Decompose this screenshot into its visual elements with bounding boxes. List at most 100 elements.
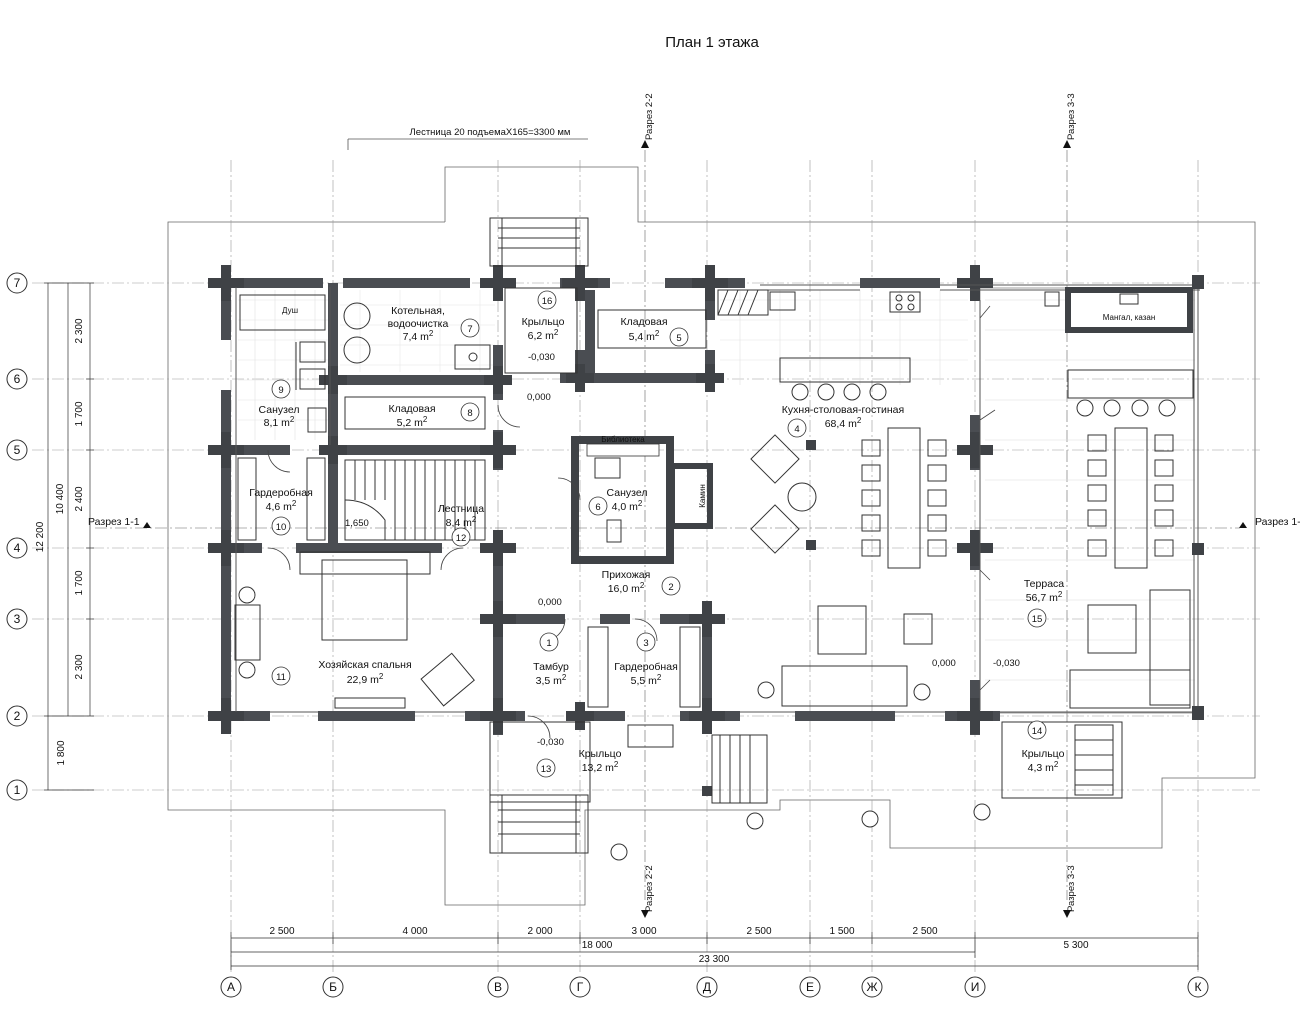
room-15-num: 15: [1032, 614, 1043, 625]
room-6-num: 6: [595, 502, 600, 513]
sq-2: 2: [640, 581, 645, 590]
dining-set: [861, 427, 947, 569]
porch-16: [489, 217, 589, 374]
axis-I: И: [971, 980, 980, 994]
svg-text:13,2 m2: 13,2 m2: [582, 760, 619, 774]
room-4-name: Кухня-столовая-гостиная: [782, 404, 904, 416]
room-7-num: 7: [467, 324, 472, 335]
fireplace: [669, 463, 713, 529]
sq-9: 2: [290, 415, 295, 424]
room-1-area: 3,5 m: [536, 675, 563, 687]
room-7-name2: водоочистка: [388, 318, 449, 330]
kitchen-counters: [717, 289, 921, 401]
section-1-1-right: Разрез 1-1: [1255, 516, 1300, 528]
dim-bottom-7: 2 500: [912, 926, 937, 937]
terrace-boards: [985, 299, 1195, 681]
room-11-area: 22,9 m: [347, 674, 379, 686]
room-14-area: 4,3 m: [1028, 762, 1055, 774]
room-6-name: Санузел: [607, 487, 648, 499]
axis-5: 5: [14, 443, 21, 457]
room-14-num: 14: [1032, 726, 1043, 737]
axis-V: В: [494, 980, 502, 994]
dim-left-5: 2 300: [74, 654, 85, 679]
svg-text:3,5 m2: 3,5 m2: [536, 673, 567, 687]
sq-7: 2: [429, 329, 434, 338]
columns: [610, 803, 991, 861]
level-terrace: -0,030: [993, 658, 1020, 669]
room-13-name: Крыльцо: [579, 748, 622, 760]
axis-7: 7: [14, 276, 21, 290]
porch-13: [489, 721, 768, 854]
svg-text:5,5 m2: 5,5 m2: [631, 673, 662, 687]
room-15-name: Терраса: [1024, 578, 1064, 590]
svg-text:22,9 m2: 22,9 m2: [347, 672, 384, 686]
room-3-name: Гардеробная: [614, 661, 678, 673]
room-8-area: 5,2 m: [397, 417, 424, 429]
sq-1: 2: [562, 673, 567, 682]
room-8-name: Кладовая: [388, 403, 435, 415]
axis-E: Е: [806, 980, 814, 994]
porch-14: [1001, 721, 1123, 799]
section-2-2-bottom: Разрез 2-2: [644, 865, 655, 912]
dim-left-1: 2 300: [74, 318, 85, 343]
axis-D: Д: [703, 980, 711, 994]
room-2-name: Прихожая: [602, 569, 651, 581]
thin-walls: [235, 280, 1200, 720]
boiler-equipment: [343, 302, 491, 370]
axis-1: 1: [14, 783, 21, 797]
room-7-name: Котельная,: [391, 305, 445, 317]
dim-bottom-8: 5 300: [1063, 940, 1088, 951]
bottom-dim-text: 2 500 4 000 2 000 3 000 2 500 1 500 2 50…: [269, 926, 1088, 965]
svg-text:5,2 m2: 5,2 m2: [397, 415, 428, 429]
sq-14: 2: [1054, 760, 1059, 769]
room-3-num: 3: [643, 638, 648, 649]
dim-bottom-3: 2 000: [527, 926, 552, 937]
svg-text:4,0 m2: 4,0 m2: [612, 499, 643, 513]
room-5-area: 5,4 m: [629, 331, 656, 343]
level-0000-a: 0,000: [527, 392, 551, 403]
level-porch13: -0,030: [537, 737, 564, 748]
sq-16: 2: [554, 328, 559, 337]
roof-outline: [167, 166, 1256, 906]
room-16-name: Крыльцо: [522, 316, 565, 328]
sq-13: 2: [614, 760, 619, 769]
room-1-name: Тамбур: [533, 661, 569, 673]
axis-B: Б: [329, 980, 337, 994]
axis-A: А: [227, 980, 235, 994]
svg-text:4,3 m2: 4,3 m2: [1028, 760, 1059, 774]
sq-10: 2: [292, 499, 297, 508]
svg-text:5,4 m2: 5,4 m2: [629, 329, 660, 343]
axis-2: 2: [14, 709, 21, 723]
dim-left-10400: 10 400: [55, 483, 66, 514]
room-numbers: [271, 290, 1047, 778]
room-names: Тамбур 3,5 m2 Прихожая 16,0 m2 Гардеробн…: [249, 305, 1064, 774]
dim-bottom-23300: 23 300: [699, 954, 730, 965]
room-2-num: 2: [668, 582, 673, 593]
sq-5: 2: [655, 329, 660, 338]
grill-label: Мангал, казан: [1103, 313, 1156, 322]
level-1650: 1,650: [345, 518, 369, 529]
sq-8: 2: [423, 415, 428, 424]
room-13-num: 13: [541, 764, 552, 775]
room-1-num: 1: [546, 638, 551, 649]
terrace-posts: [702, 275, 1204, 796]
room-10-name: Гардеробная: [249, 487, 313, 499]
lounge: [750, 434, 933, 707]
room-2-area: 16,0 m: [608, 583, 640, 595]
room-11-num: 11: [276, 672, 286, 683]
section-1-1-left: Разрез 1-1: [88, 516, 140, 528]
svg-text:16,0 m2: 16,0 m2: [608, 581, 645, 595]
bottom-dimensions: [230, 932, 1199, 970]
room-13-area: 13,2 m: [582, 762, 614, 774]
fireplace-label: Камин: [698, 484, 707, 508]
svg-text:56,7 m2: 56,7 m2: [1026, 590, 1063, 604]
axis-K: К: [1195, 980, 1202, 994]
left-dimensions: [44, 282, 94, 791]
dim-bottom-6: 1 500: [829, 926, 854, 937]
axis-Zh: Ж: [866, 980, 877, 994]
svg-text:68,4 m2: 68,4 m2: [825, 416, 862, 430]
room-11-name: Хозяйская спальня: [318, 659, 411, 671]
shower-label: Душ: [282, 306, 298, 315]
library-label: Библиотека: [601, 435, 645, 444]
storage8-shelf: [344, 396, 486, 430]
